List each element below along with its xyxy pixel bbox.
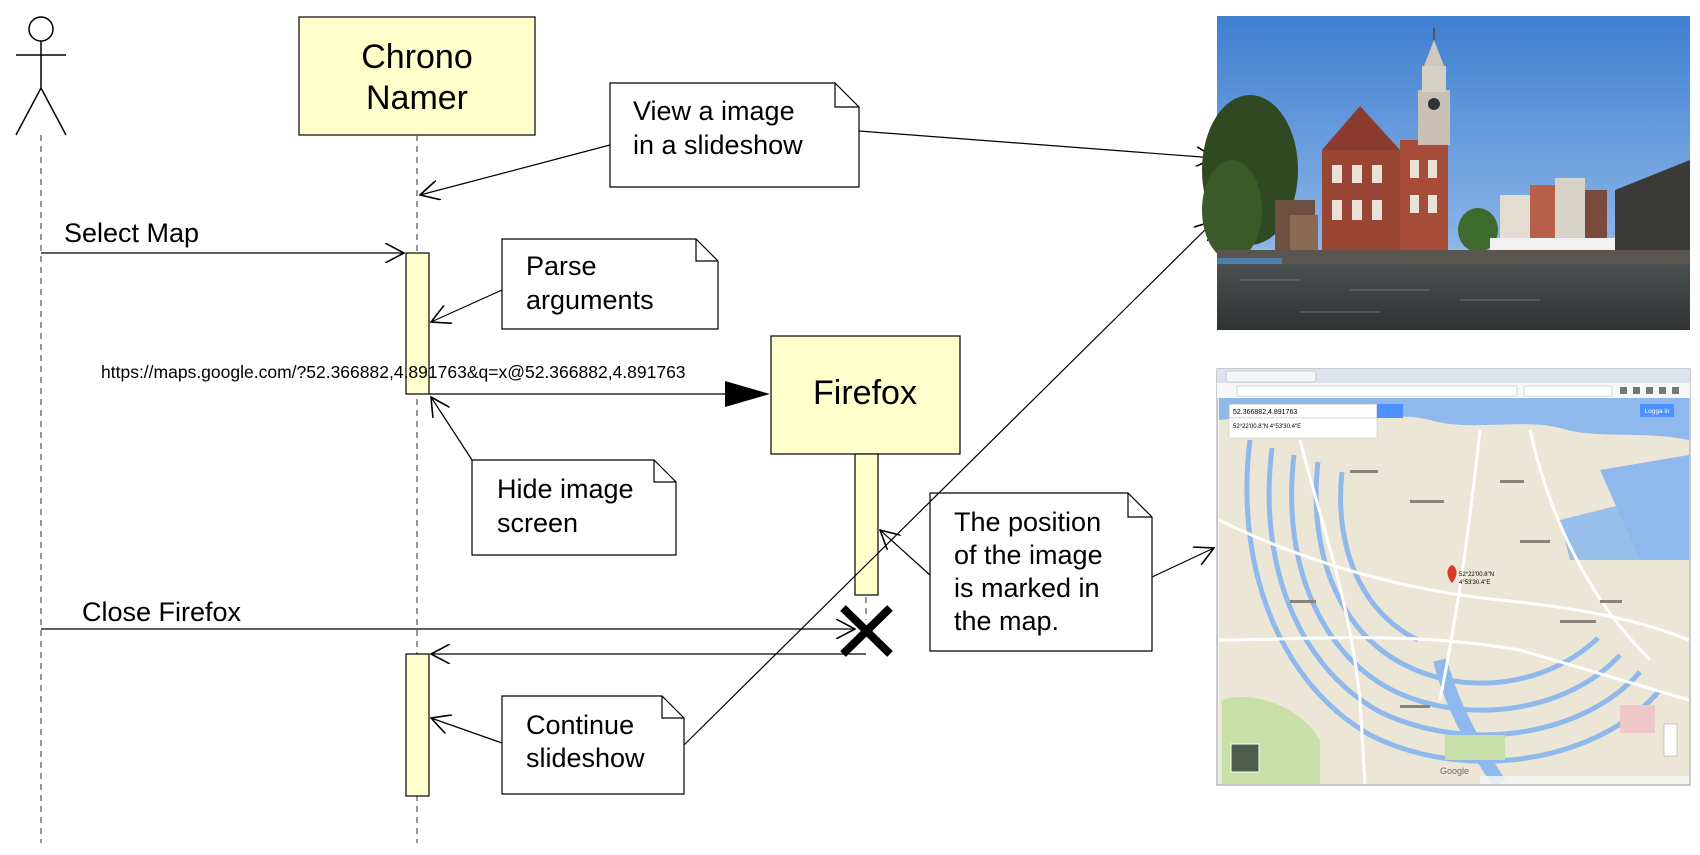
firefox-activation [854,453,879,596]
note-position-line2: of the image [954,540,1103,570]
connector-view-image-lifeline [420,144,611,195]
note-parse-arguments-line1: Parse [526,251,597,281]
chrono-activation-1 [405,252,430,395]
note-position-line4: the map. [954,606,1059,636]
note-parse-arguments-line2: arguments [526,285,654,315]
connector-continue-photo [683,221,1214,746]
map-google-logo: Google [1440,766,1469,776]
firefox-label: Firefox [813,374,917,412]
chrono-activation-2 [405,653,430,797]
note-position-marked: The position of the image is marked in t… [929,492,1153,652]
message-url: https://maps.google.com/?52.366882,4.891… [101,362,686,382]
map-marker-icon [1447,565,1457,583]
note-hide-image: Hide image screen [471,459,677,556]
participant-firefox: Firefox [770,335,961,455]
note-hide-image-line1: Hide image [497,474,634,504]
note-view-image-line2: in a slideshow [633,130,803,160]
map-screenshot: 52.366882,4.891763 52°22'00.8"N 4°53'30.… [1216,368,1691,786]
chrono-namer-line2: Namer [366,79,468,117]
destroy-x-icon [840,605,893,657]
connector-view-image-photo [858,130,1215,158]
connector-parse-arguments [431,289,503,322]
map-marker-label-1: 52°22'00.8"N [1459,572,1494,578]
message-select-map: Select Map [64,218,199,248]
connector-hide-image [431,397,473,461]
note-parse-arguments: Parse arguments [501,238,719,330]
connector-position-map [1151,548,1214,578]
slideshow-photo [1202,16,1690,330]
note-position-line3: is marked in [954,573,1100,603]
note-position-line1: The position [954,507,1101,537]
map-login-button: Logga in [1645,408,1670,415]
map-search-value: 52.366882,4.891763 [1233,409,1297,416]
actor-icon [15,16,67,136]
arrow-url-head [725,381,770,407]
note-continue-slideshow: Continue slideshow [501,695,685,795]
map-marker-label-2: 4°53'30.4"E [1459,580,1490,586]
connector-continue-lifeline [431,718,503,744]
map-suggestion: 52°22'00.8"N 4°53'30.4"E [1233,424,1301,430]
note-continue-line1: Continue [526,710,634,740]
note-view-image-line1: View a image [633,96,795,126]
chrono-namer-line1: Chrono [361,38,473,76]
note-continue-line2: slideshow [526,743,645,773]
participant-chrono-namer: Chrono Namer [298,16,536,136]
note-hide-image-line2: screen [497,508,578,538]
connector-position-firefox [880,530,931,576]
message-close-firefox: Close Firefox [82,597,242,627]
note-view-image: View a image in a slideshow [609,82,860,188]
